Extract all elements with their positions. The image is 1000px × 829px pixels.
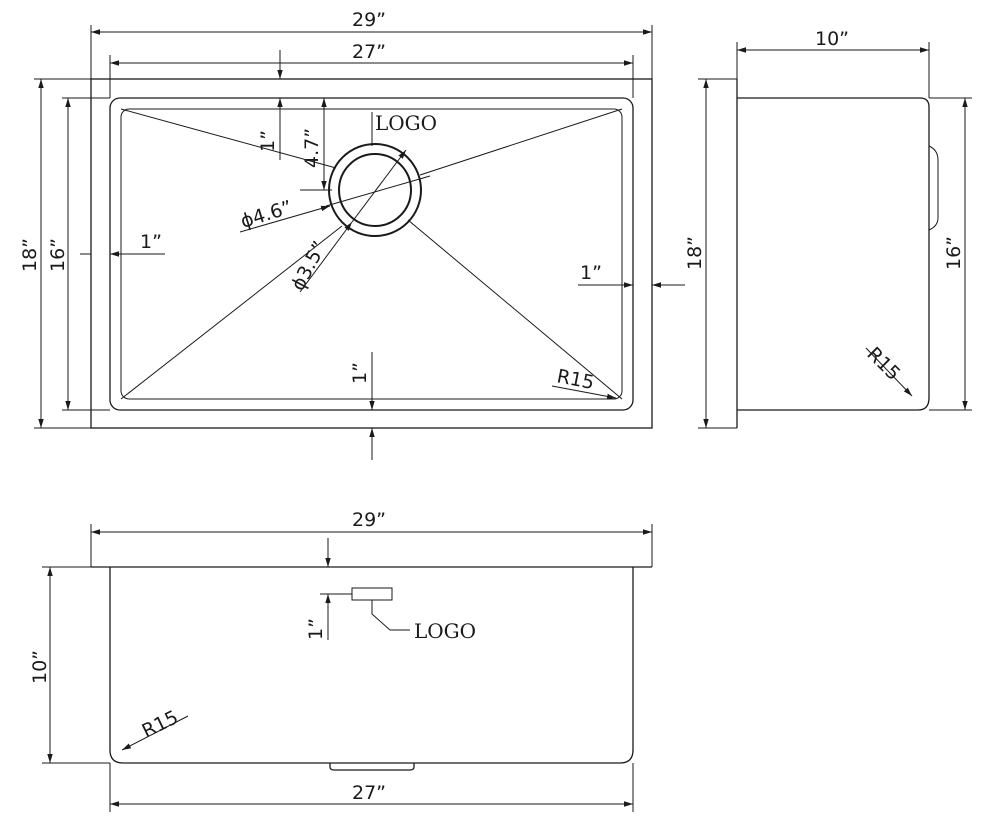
slope-line-tr: [419, 108, 623, 176]
dim-top-r15: R15: [555, 365, 596, 394]
drain-hole: [338, 153, 412, 227]
dim-front-10: 10”: [29, 650, 51, 684]
slope-line-tl: [120, 108, 337, 169]
slope-line-bl: [120, 225, 343, 400]
dim-flange-4-6: ϕ4.6”: [238, 196, 295, 232]
dim-front-r15: R15: [139, 706, 182, 742]
dim-top-rim-1: 1”: [257, 130, 279, 152]
dim-top-rim-right: 1”: [580, 262, 602, 284]
dim-side-10: 10”: [815, 28, 849, 50]
side-bowl-outline: [737, 97, 930, 411]
dim-top-29: 29”: [352, 9, 386, 31]
logo-label-top: LOGO: [375, 111, 437, 135]
dim-top-27: 27”: [352, 41, 386, 63]
dim-top-rim-bottom: 1”: [349, 362, 371, 384]
dim-drain-4-7: 4.7”: [301, 128, 323, 168]
front-bowl-outline: [109, 567, 634, 764]
dim-top-rim-left: 1”: [140, 231, 162, 253]
front-view: LOGO 29” 27” 10” 1” R15: [29, 509, 653, 812]
drain-stub: [329, 763, 415, 771]
dim-drain-3-5: ϕ3.5”: [287, 238, 331, 295]
dim-top-16: 16”: [47, 238, 69, 272]
dim-front-29: 29”: [352, 509, 386, 531]
dim-side-18: 18”: [684, 236, 706, 270]
logo-label-front: LOGO: [414, 619, 476, 643]
side-view: 10” 18” 16” R15: [684, 28, 972, 429]
logo-plate: [351, 587, 393, 601]
dim-front-logo-1: 1”: [305, 618, 327, 640]
drain-flange: [328, 143, 422, 237]
dim-top-18: 18”: [19, 238, 41, 272]
top-view: 29” 27” 18” 16” 1” 4.7” LOGO ϕ4.6”: [19, 9, 685, 460]
slope-line-br: [407, 219, 623, 400]
dim-front-27: 27”: [352, 782, 386, 804]
dim-side-16: 16”: [943, 236, 965, 270]
dim-side-r15: R15: [862, 343, 904, 385]
